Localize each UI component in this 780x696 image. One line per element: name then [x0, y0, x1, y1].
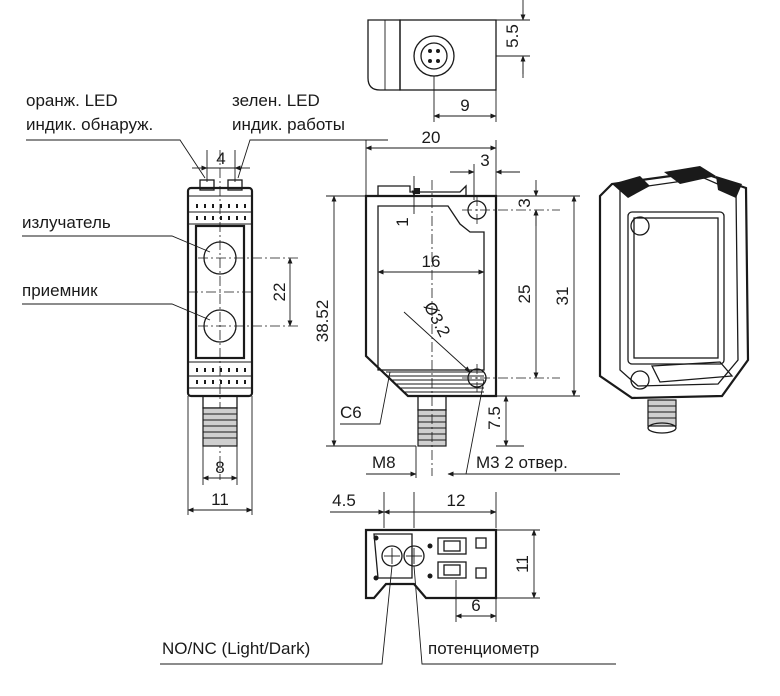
dim-4: 4 — [216, 149, 225, 168]
dim-12: 12 — [447, 491, 466, 510]
front-view: 20 3 3 1 — [313, 128, 620, 478]
m8-label: M8 — [372, 453, 396, 472]
c6-label: C6 — [340, 403, 362, 422]
dim-3-top: 3 — [480, 151, 489, 170]
dim-rear-6: 6 — [471, 596, 480, 615]
receiver-label: приемник — [22, 281, 98, 300]
dim-9: 9 — [460, 96, 469, 115]
dim-11: 11 — [211, 490, 229, 509]
side-view: 4 — [186, 149, 300, 515]
green-led-label: зелен. LED — [232, 91, 320, 110]
dim-8: 8 — [215, 458, 224, 477]
orange-led-label: оранж. LED — [26, 91, 118, 110]
dim-31: 31 — [553, 287, 572, 306]
m3-holes-label: M3 2 отвер. — [476, 453, 568, 472]
orange-led-sublabel: индик. обнаруж. — [26, 115, 153, 134]
dim-20: 20 — [422, 128, 441, 147]
mode-switch-label: NO/NC (Light/Dark) — [162, 639, 310, 658]
dim-7-5: 7.5 — [485, 406, 504, 430]
dim-hole-diameter: Ø3.2 — [420, 299, 454, 340]
dim-22: 22 — [270, 283, 289, 302]
green-led-sublabel: индик. работы — [232, 115, 345, 134]
dim-rear-11: 11 — [513, 555, 532, 573]
emitter-label: излучатель — [22, 213, 111, 232]
dim-1: 1 — [393, 217, 412, 226]
dim-5-5: 5.5 — [503, 24, 522, 48]
dim-16: 16 — [422, 252, 441, 271]
top-view: 5.5 9 — [367, 0, 530, 122]
dim-38-52: 38.52 — [313, 300, 332, 343]
iso-view — [598, 166, 750, 434]
potentiometer-label: потенциометр — [428, 639, 539, 658]
dim-25: 25 — [515, 285, 534, 304]
dim-3-right: 3 — [515, 198, 534, 207]
dim-4-5: 4.5 — [332, 491, 356, 510]
rear-view: 4.5 12 11 6 NO/NC (Light/Dark) потенциом… — [160, 491, 616, 665]
